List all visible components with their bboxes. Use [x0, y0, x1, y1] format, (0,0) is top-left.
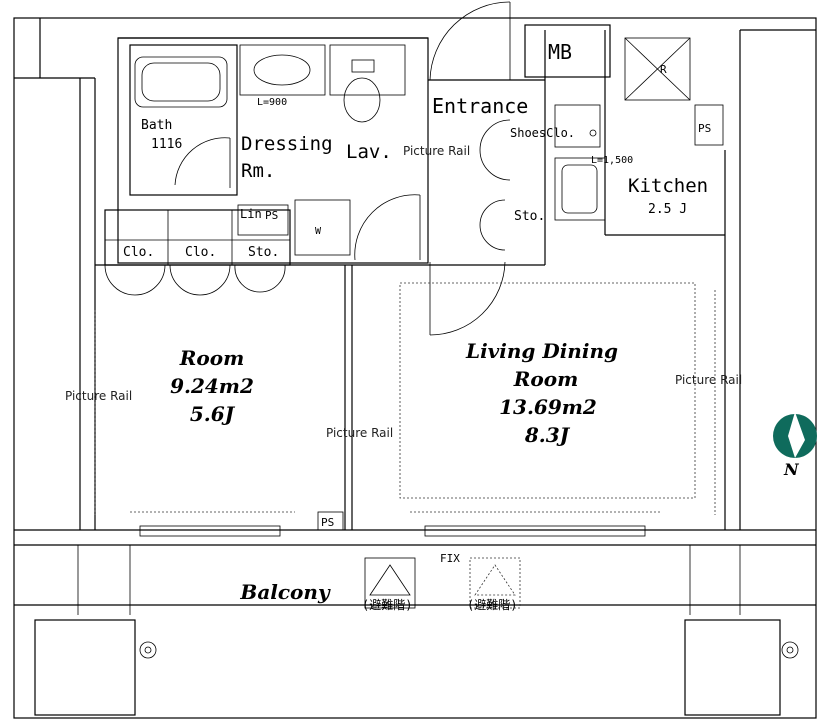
w-label: W [315, 226, 322, 237]
mb-label: MB [548, 40, 572, 64]
outer-walls [13, 17, 817, 719]
shoes-clo-knob [589, 129, 597, 137]
picture-rail-label-2: Picture Rail [65, 389, 132, 403]
picture-rail-label-1: Picture Rail [403, 144, 470, 158]
labels: MB Entrance Kitchen 2.5 J Bath 1116 Dres… [65, 40, 742, 612]
compass-icon: N [773, 412, 817, 479]
ps-label-room: PS [321, 516, 334, 529]
picture-rail-label-4: Picture Rail [675, 373, 742, 387]
picture-rail-label-3: Picture Rail [326, 426, 393, 440]
dressing-label-2: Rm. [241, 160, 275, 182]
evac-label-2: (避難階) [467, 597, 517, 612]
storage-row [104, 209, 291, 296]
compass-needle [788, 412, 805, 458]
living-size: 8.3J [524, 423, 571, 447]
dressing-label-1: Dressing [241, 133, 333, 155]
picture-rails [94, 282, 716, 515]
l1500-label: L=1,500 [591, 155, 633, 166]
bath-size: 1116 [151, 137, 182, 152]
clo-label-2: Clo. [185, 245, 216, 260]
windows [139, 511, 646, 537]
shoes-clo-label: ShoesClo. [510, 126, 575, 140]
balcony-label: Balcony [239, 580, 331, 604]
clo-label-1: Clo. [123, 245, 154, 260]
entrance-label: Entrance [432, 94, 528, 118]
l900-label: L=900 [257, 97, 287, 108]
ps-label-kitchen: PS [698, 122, 711, 135]
lin-label: Lin [240, 207, 262, 221]
living-name-1: Living Dining [465, 339, 618, 363]
room-area: 9.24m2 [170, 374, 254, 398]
sto-label-1: Sto. [248, 245, 279, 260]
room-name: Room [179, 346, 244, 370]
r-label: R [660, 63, 667, 76]
balcony-area [14, 545, 816, 716]
living-area: 13.69m2 [499, 395, 597, 419]
fix-label: FIX [440, 552, 460, 565]
ps-label-bath: PS [265, 209, 278, 222]
service-walls [117, 37, 429, 264]
living-name-2: Room [513, 367, 578, 391]
kitchen-size: 2.5 J [648, 202, 687, 217]
evac-label-1: (避難階) [362, 597, 412, 612]
north-label: N [783, 460, 800, 479]
sto-label-2: Sto. [514, 209, 545, 224]
partitions [95, 1, 725, 530]
kitchen-label: Kitchen [628, 175, 708, 197]
room-size: 5.6J [190, 402, 236, 426]
lav-label: Lav. [346, 141, 392, 163]
bath-label: Bath [141, 118, 172, 133]
